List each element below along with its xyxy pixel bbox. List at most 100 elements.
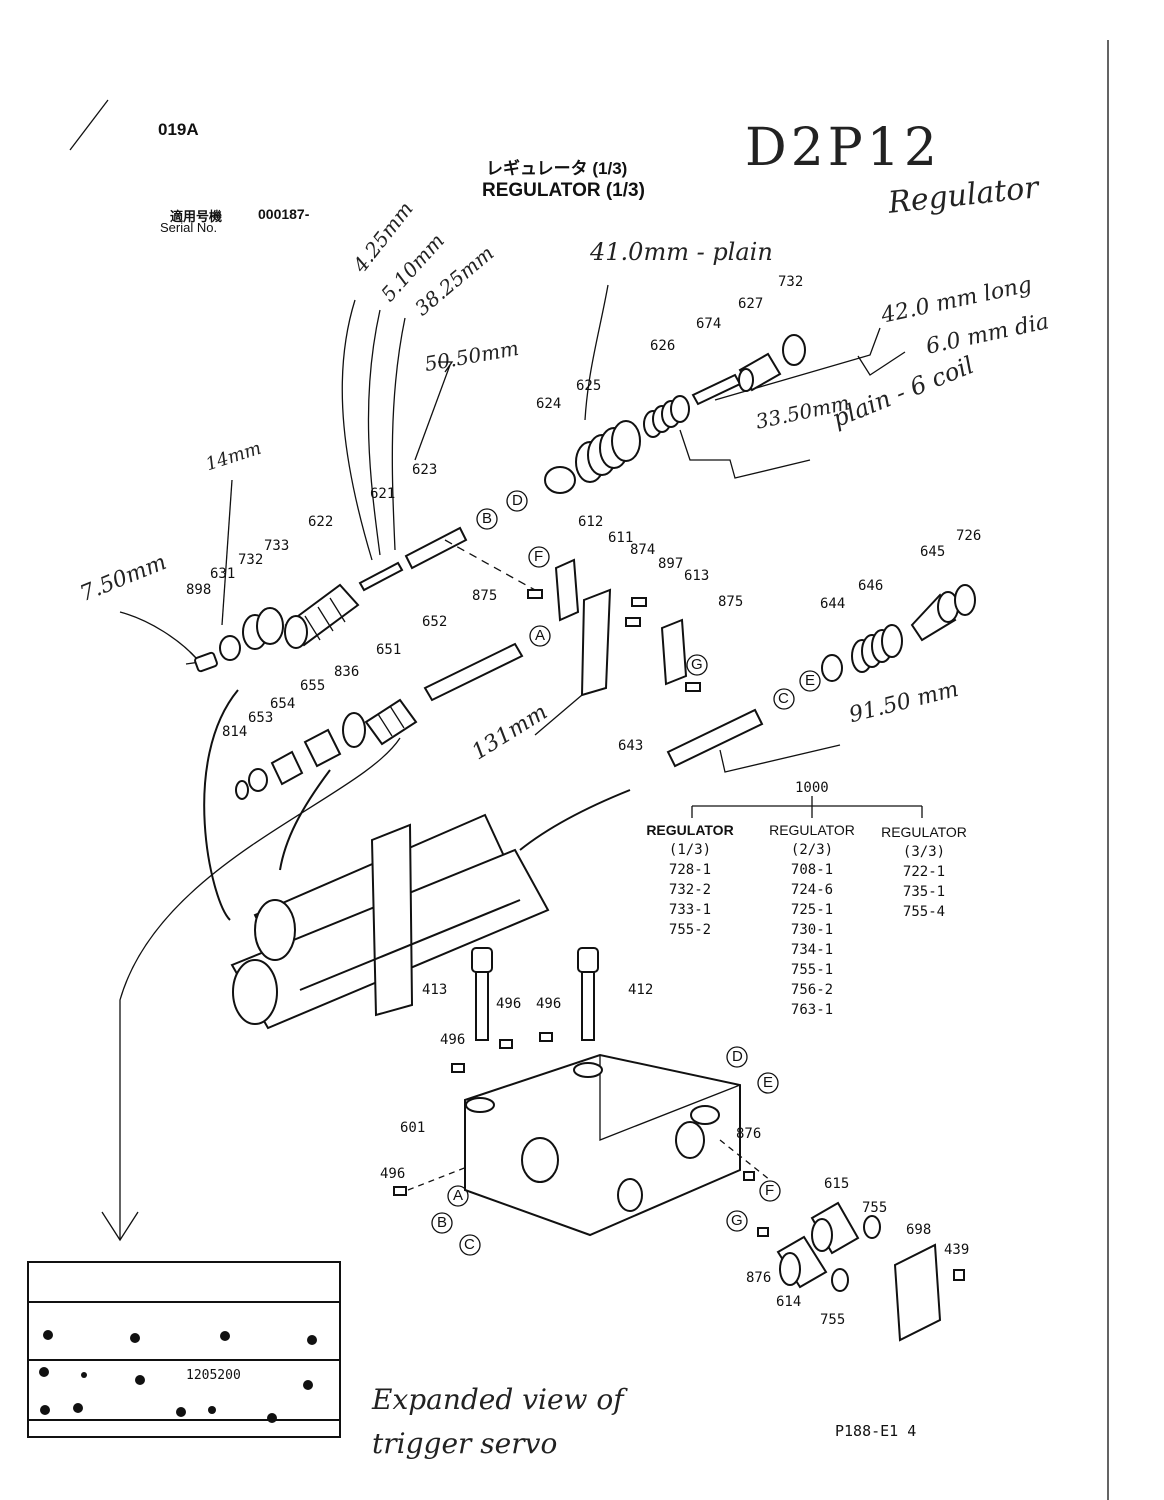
label-814: 814 [222, 724, 248, 740]
label-875-left: 875 [472, 588, 498, 604]
label-698: 698 [906, 1222, 932, 1238]
label-876-lower: 876 [746, 1270, 772, 1286]
part-439-screw [953, 1269, 965, 1281]
label-755-a: 755 [862, 1200, 888, 1216]
label-732-left: 732 [238, 552, 264, 568]
label-626: 626 [650, 338, 676, 354]
part-622-sleeve [284, 583, 360, 649]
part-412-bolt [577, 947, 599, 1041]
part-413-bolt [471, 947, 493, 1041]
label-652: 652 [422, 614, 448, 630]
label-653: 653 [248, 710, 274, 726]
leader-m420 [714, 327, 881, 401]
kit-col1-item: 755-2 [668, 922, 712, 938]
callout-f-top: F [528, 546, 550, 573]
kit-root: 1000 [795, 780, 829, 796]
label-613: 613 [684, 568, 710, 584]
callout-f-casing: F [759, 1180, 781, 1207]
part-654-bushing [270, 750, 304, 786]
part-627-cap [738, 352, 782, 392]
part-876-pin-lower [757, 1227, 769, 1237]
label-615: 615 [824, 1176, 850, 1192]
kit-column-3: REGULATOR (3/3) 722-1 735-1 755-4 [874, 822, 974, 922]
doc-code: 019A [158, 120, 199, 139]
part-698-cover [893, 1243, 942, 1342]
inset-arrow [101, 1211, 139, 1242]
part-655-bushing [303, 728, 342, 768]
leader-m14 [221, 479, 233, 626]
corner-mark [69, 99, 109, 151]
kit-col2-item: 725-1 [790, 902, 834, 918]
callout-a-casing: A [447, 1185, 469, 1212]
part-898-plug [194, 651, 218, 673]
part-875-pin-upper [527, 589, 543, 599]
label-624: 624 [536, 396, 562, 412]
label-651: 651 [376, 642, 402, 658]
kit-col2-item: 756-2 [790, 982, 834, 998]
part-814-ring [235, 780, 249, 800]
serial-value: 000187- [258, 206, 310, 222]
callout-g-casing: G [726, 1210, 748, 1237]
part-623-piston [404, 526, 468, 570]
label-645: 645 [920, 544, 946, 560]
part-755-oring-a [863, 1215, 881, 1239]
kit-col2-sub: (2/3) [790, 842, 834, 858]
label-496-a: 496 [440, 1032, 466, 1048]
kit-col1-item: 732-2 [668, 882, 712, 898]
part-496-plug-c [539, 1032, 553, 1042]
part-652-spool [423, 642, 524, 702]
leader-m131 [534, 694, 583, 736]
kit-tree-lines [691, 796, 923, 818]
kit-col2-item: 763-1 [790, 1002, 834, 1018]
part-626-spring [643, 395, 690, 438]
kit-col2-item: 755-1 [790, 962, 834, 978]
kit-col3-item: 755-4 [902, 904, 946, 920]
hand-note: Expanded view of trigger servo [372, 1383, 624, 1460]
part-897-pin [625, 617, 641, 627]
label-898: 898 [186, 582, 212, 598]
label-876-upper: 876 [736, 1126, 762, 1142]
serial-label-en: Serial No. [160, 220, 218, 235]
label-622: 622 [308, 514, 334, 530]
label-674: 674 [696, 316, 722, 332]
part-875-pin-lower [685, 682, 701, 692]
hand-m410: 41.0mm - plain [590, 238, 773, 266]
label-496-d: 496 [380, 1166, 406, 1182]
kit-col3-sub: (3/3) [902, 844, 946, 860]
kit-col3-title: REGULATOR [881, 824, 967, 840]
serial-label-jp: 適用号機 [170, 209, 223, 224]
part-644-ring [821, 654, 843, 682]
label-655: 655 [300, 678, 326, 694]
label-612: 612 [578, 514, 604, 530]
part-612-plate [554, 558, 580, 622]
kit-col2-item: 708-1 [790, 862, 834, 878]
part-631-ring [219, 635, 241, 661]
part-615-plug [810, 1201, 860, 1255]
label-413: 413 [422, 982, 448, 998]
label-643: 643 [618, 738, 644, 754]
part-874-pin [631, 597, 647, 607]
assembled-regulator-view [230, 813, 550, 1030]
label-755-b: 755 [820, 1312, 846, 1328]
label-496-b: 496 [496, 996, 522, 1012]
leader-m9150 [719, 744, 841, 773]
kit-col1-sub: (1/3) [668, 842, 712, 858]
title-en: REGULATOR (1/3) [482, 180, 645, 201]
part-613-plate [660, 618, 688, 686]
label-627: 627 [738, 296, 764, 312]
detail-bracket-right [519, 789, 631, 851]
trigger-servo-inset [27, 1261, 341, 1438]
part-621-pin [358, 561, 404, 592]
label-646: 646 [858, 578, 884, 594]
kit-column-1: REGULATOR (1/3) 728-1 732-2 733-1 755-2 [640, 820, 740, 940]
label-654: 654 [270, 696, 296, 712]
label-601: 601 [400, 1120, 426, 1136]
part-733-oring [256, 607, 284, 645]
callout-c-casing: C [459, 1234, 481, 1261]
centerline-496 [407, 1157, 491, 1191]
callout-a-mid: A [529, 625, 551, 652]
part-653-washer [248, 768, 268, 792]
callout-d-top: D [506, 490, 528, 517]
kit-col2-item: 734-1 [790, 942, 834, 958]
